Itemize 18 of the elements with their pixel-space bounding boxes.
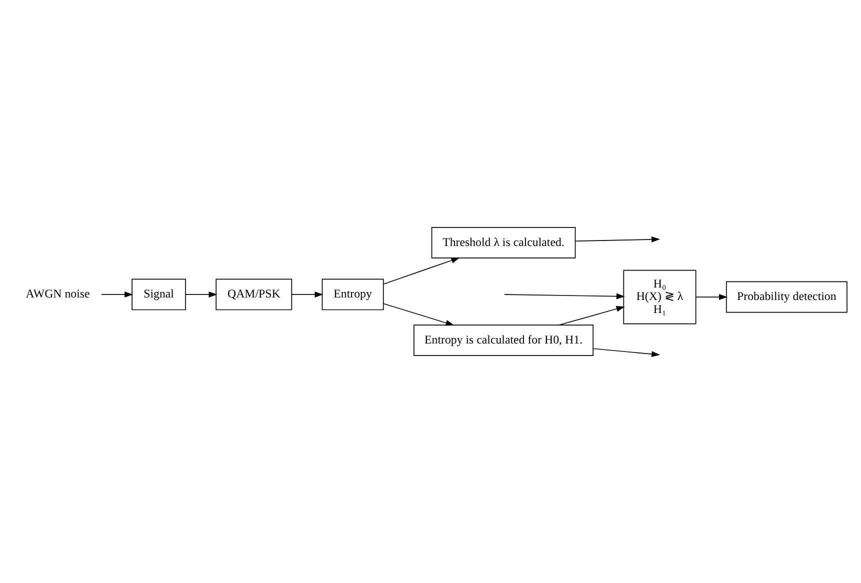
node-box: Entropy is calculated for H0, H1. — [414, 324, 594, 356]
arrow — [185, 292, 218, 298]
node-box: QAM/PSK — [216, 278, 292, 310]
node-box: Probability detection — [726, 281, 848, 313]
node-box: Signal — [132, 278, 186, 310]
node-text: AWGN noise — [26, 286, 90, 301]
arrow — [383, 303, 454, 326]
arrow — [592, 348, 660, 358]
node-box: H₀ H(X) ≷ λ H₁ — [623, 270, 696, 324]
arrow — [383, 258, 460, 285]
node-box: Threshold λ is calculated. — [431, 226, 576, 258]
arrow — [696, 294, 728, 300]
arrow — [558, 306, 625, 326]
arrow — [574, 236, 660, 242]
arrow — [504, 293, 625, 300]
node-box: Entropy — [322, 278, 384, 310]
arrow — [291, 292, 324, 298]
arrow — [101, 292, 134, 298]
